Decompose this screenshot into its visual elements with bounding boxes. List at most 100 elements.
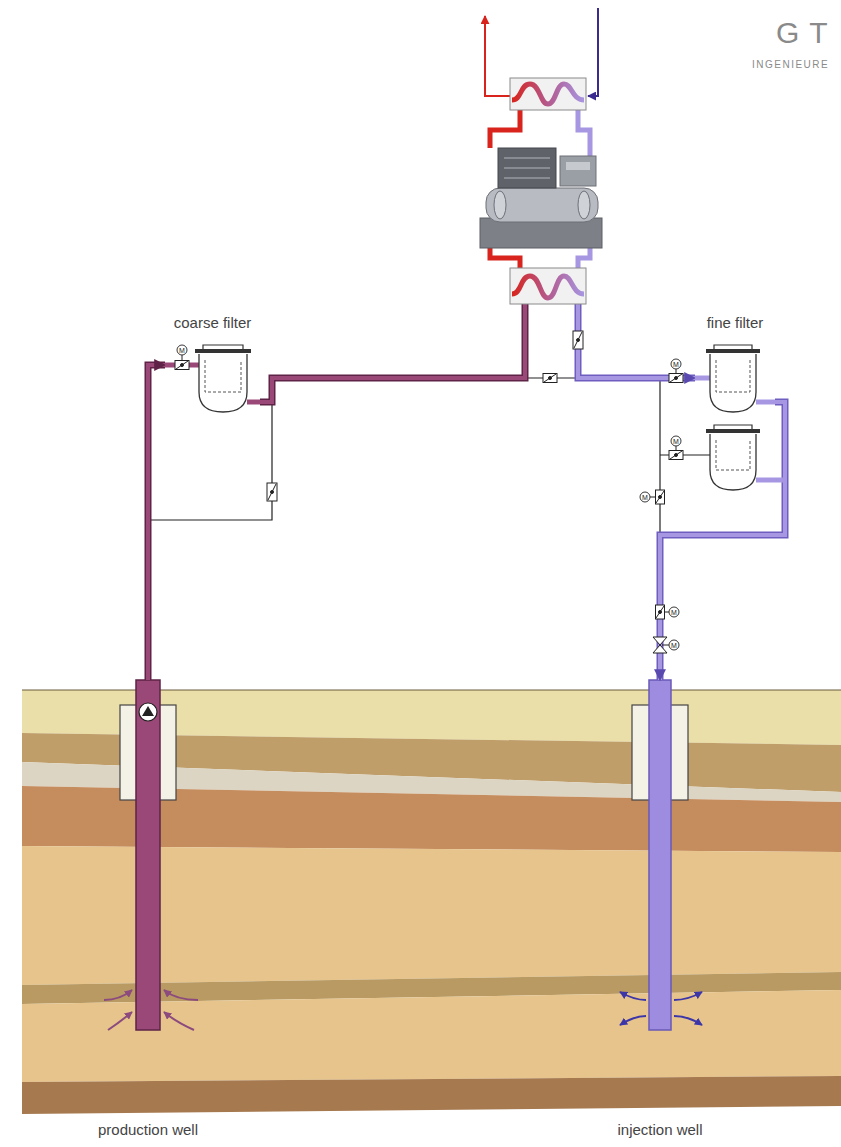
logo-letters: GT (776, 18, 838, 48)
actuator-stem (650, 497, 656, 498)
actuator-stem (676, 369, 677, 374)
valve-body (669, 451, 683, 460)
valve-disc (544, 374, 556, 382)
filter-node: fine filter (695, 312, 775, 500)
filter-lid (195, 349, 251, 353)
motor-label: M (642, 494, 648, 501)
valve-disc (656, 606, 664, 618)
pipe-segment (695, 376, 710, 381)
actuator-circle (177, 345, 187, 355)
valve-disc (675, 377, 678, 380)
valves (175, 331, 683, 653)
heat-pump-detail (504, 157, 550, 159)
valve-disc (656, 491, 664, 503)
bypass-line (659, 378, 660, 535)
heat-pump-housing (560, 156, 596, 186)
node-label: production well (98, 1121, 198, 1139)
heat-pump-detail (578, 191, 590, 219)
butterfly-valve (543, 374, 557, 383)
motor-valve (175, 345, 189, 370)
pipe-connector (148, 365, 165, 680)
valve-disc (670, 374, 682, 382)
filter-lid (706, 349, 760, 353)
motor-valve (640, 490, 665, 504)
soil-layer (22, 1076, 841, 1114)
motor-label: M (671, 642, 677, 649)
pipe-line (260, 290, 695, 402)
cold-pipe (578, 110, 590, 156)
pump-symbol (142, 706, 154, 716)
valve-disc (659, 611, 662, 614)
valve-disc (176, 361, 188, 369)
heat-exchanger-box (510, 78, 586, 110)
valve-body (573, 331, 583, 349)
heat-pump-detail (504, 167, 550, 169)
pipe-outline (148, 365, 165, 680)
actuator-stem (662, 645, 669, 646)
pipe-outline (660, 402, 785, 680)
bypass-line (660, 454, 710, 455)
valve-body (175, 361, 189, 370)
filter-insert (716, 440, 750, 470)
valve-body (656, 490, 665, 504)
node-label: injection well (617, 1121, 702, 1139)
valve-disc (577, 339, 580, 342)
filter-insert (716, 360, 750, 392)
motor-label: M (673, 361, 679, 368)
outflow-arrow (674, 992, 702, 1000)
production-well-shaft (104, 680, 198, 1030)
pipe-outline (260, 290, 695, 402)
pipe-segment (247, 400, 260, 405)
outflow-arrow (620, 1016, 646, 1025)
coarse-filter-unit (165, 345, 260, 412)
filter-lid (706, 429, 760, 433)
filter-housing (199, 354, 247, 412)
motor-valve (656, 605, 680, 619)
actuator-circle (669, 607, 679, 617)
fine-filter-unit (695, 345, 785, 490)
valve-disc (268, 484, 276, 500)
connector-group (148, 290, 785, 680)
bypass-line (525, 377, 578, 378)
pipe-segment (756, 478, 785, 483)
supply-line (485, 16, 510, 96)
valve-body (267, 483, 277, 501)
cold-pipe (578, 246, 590, 268)
outflow-arrow (620, 992, 646, 1000)
motor-label: M (179, 347, 185, 354)
hot-pipe (490, 246, 520, 268)
actuator-circle (671, 436, 681, 446)
well-node: production well (70, 680, 226, 1142)
valve-disc (549, 377, 552, 380)
motor-label: M (671, 609, 677, 616)
filter-housing (710, 354, 756, 412)
check-valve (573, 331, 583, 349)
actuator-stem (665, 612, 670, 613)
pipe-line (148, 365, 165, 680)
exchanger-coil (512, 276, 584, 298)
injection-well-shaft (620, 680, 702, 1030)
filter-node: coarse filter (165, 312, 260, 412)
inflow-arrow (164, 1012, 194, 1030)
logo-subtitle: INGENIEURE (752, 60, 829, 70)
hot-pipe (490, 110, 520, 148)
heat-exchanger (510, 78, 586, 110)
filter-lid (714, 425, 752, 429)
heat-pump-detail (566, 162, 590, 170)
valve-disc (659, 496, 662, 499)
heat-pump-compressor (498, 148, 556, 188)
check-valve (267, 483, 277, 501)
motor-valve (669, 436, 683, 460)
motor-label: M (673, 438, 679, 445)
node-label: coarse filter (174, 314, 252, 332)
pipe-connector (660, 402, 785, 680)
heat-exchanger (510, 268, 586, 304)
outflow-arrow (674, 1016, 702, 1025)
pipe-segment (756, 400, 775, 405)
well-node: injection well (590, 680, 730, 1142)
